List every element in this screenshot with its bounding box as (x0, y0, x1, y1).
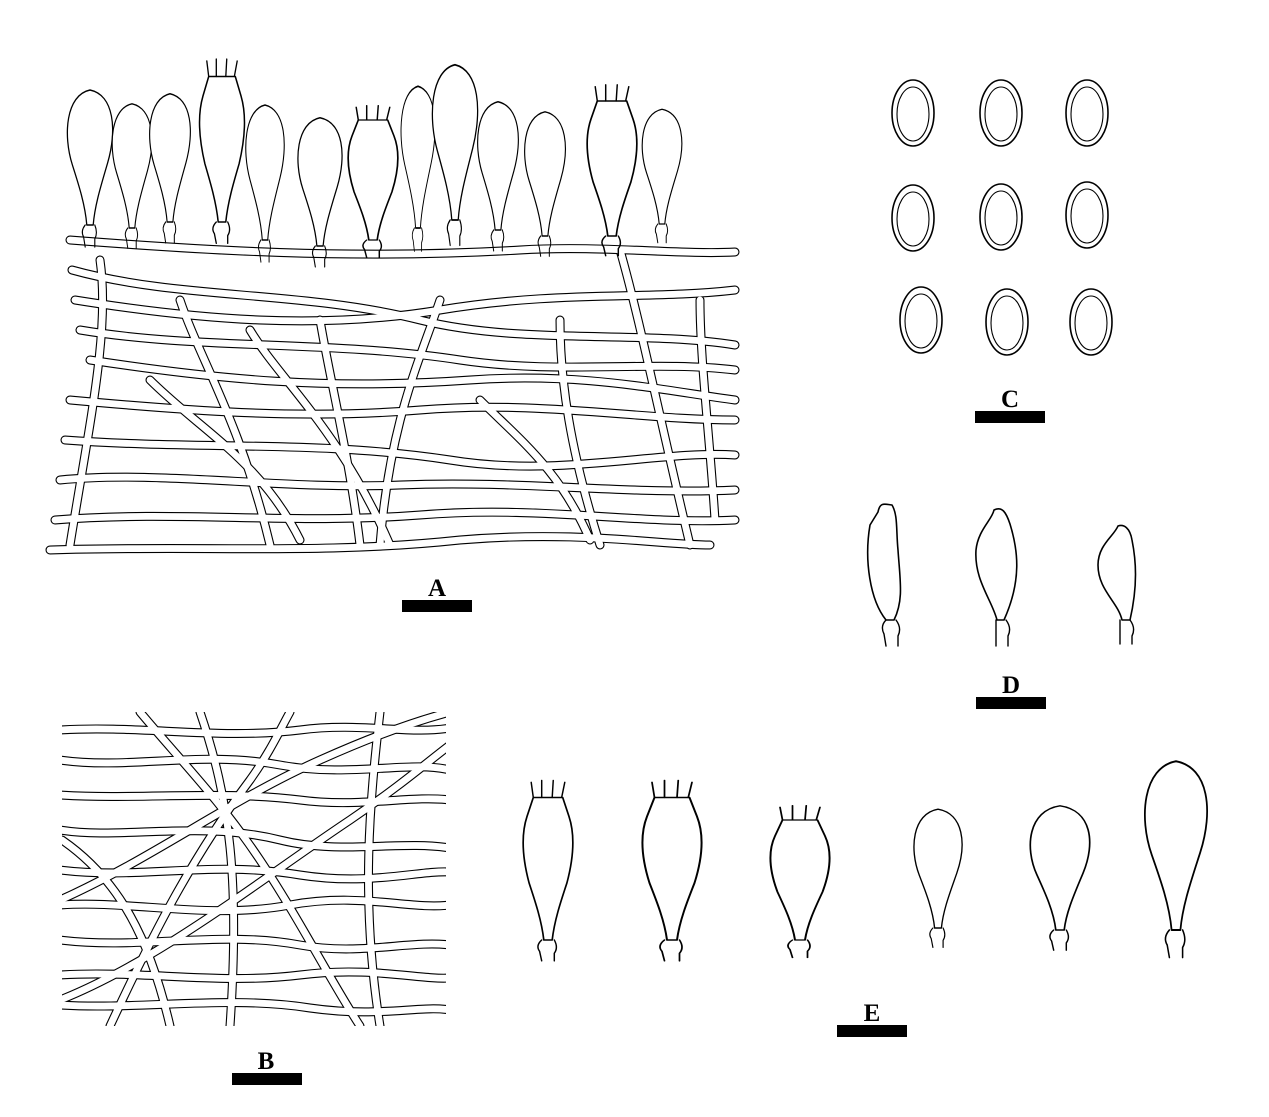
panel-a-hymenium-drawing (45, 58, 740, 555)
panel-b-hyphae-drawing (62, 712, 446, 1026)
panel-b-caption: B (232, 1048, 302, 1085)
panel-a-label: A (428, 575, 446, 602)
panel-a-caption: A (402, 575, 472, 612)
panel-e-label: E (864, 1000, 881, 1027)
panel-c-caption: C (975, 386, 1045, 423)
panel-d-caption: D (976, 672, 1046, 709)
panel-a-hyphae (45, 235, 740, 555)
panel-e-caption: E (837, 1000, 907, 1037)
panel-a-scale-bar (402, 600, 472, 612)
panel-b-label: B (258, 1048, 275, 1075)
panel-e-basidia-drawing (522, 760, 1209, 962)
panel-b-scale-bar (232, 1073, 302, 1085)
panel-e-scale-bar (837, 1025, 907, 1037)
panel-c-scale-bar (975, 411, 1045, 423)
panel-d-cystidioles-drawing (866, 503, 1137, 647)
panel-d-label: D (1002, 672, 1020, 699)
panel-a-hymenial-cells (66, 58, 683, 268)
panel-d-scale-bar (976, 697, 1046, 709)
panel-c-label: C (1001, 386, 1019, 413)
panel-c-spores-drawing (891, 79, 1113, 356)
